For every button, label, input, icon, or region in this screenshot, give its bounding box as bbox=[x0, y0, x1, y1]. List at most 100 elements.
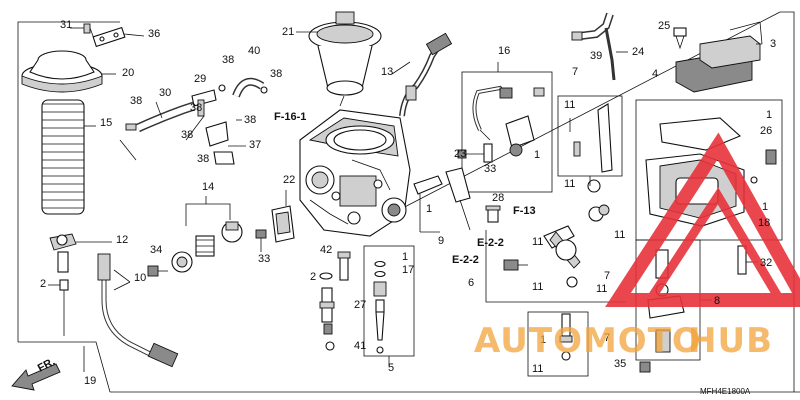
part-number-p11e: 11 bbox=[614, 229, 625, 241]
section-reference-r3: E-2-2 bbox=[477, 237, 504, 249]
watermark-text-red: HUB bbox=[688, 321, 773, 361]
bracket-37 bbox=[205, 119, 246, 165]
diagram-code: MFH4E1800A bbox=[700, 387, 751, 396]
part-number-p11a: 11 bbox=[564, 99, 575, 111]
part-number-p11c: 11 bbox=[532, 236, 543, 248]
part-number-labels: 3136201512219103414213840382930383838383… bbox=[40, 19, 776, 387]
part-number-p2b: 2 bbox=[310, 271, 316, 283]
watermark-logo bbox=[605, 132, 800, 307]
component-3 bbox=[675, 21, 763, 93]
part-number-p30: 30 bbox=[159, 87, 171, 99]
screw-33-left bbox=[255, 229, 267, 252]
screw-35 bbox=[639, 361, 651, 373]
hose-19 bbox=[83, 253, 179, 372]
part-number-p7b: 7 bbox=[604, 270, 610, 282]
needle-27 bbox=[319, 287, 335, 335]
part-number-p1d: 1 bbox=[766, 109, 772, 121]
jet-set-14 bbox=[171, 196, 243, 273]
part-number-p1e: 1 bbox=[762, 201, 768, 213]
part-number-p27: 27 bbox=[354, 299, 366, 311]
part-number-p29: 29 bbox=[194, 73, 206, 85]
part-number-p38d: 38 bbox=[190, 102, 202, 114]
part-number-p5: 5 bbox=[388, 362, 394, 374]
part-number-p13: 13 bbox=[381, 66, 393, 78]
part-number-p19: 19 bbox=[84, 375, 96, 387]
part-number-p11d: 11 bbox=[532, 281, 543, 293]
valve-12 bbox=[49, 233, 112, 273]
tube-24 bbox=[571, 12, 628, 81]
part-number-p3: 3 bbox=[770, 38, 776, 50]
part-number-p12: 12 bbox=[116, 234, 128, 246]
screw-31 bbox=[70, 23, 97, 45]
part-number-p11g: 11 bbox=[532, 363, 543, 375]
spring-15 bbox=[41, 99, 96, 215]
part-number-p21: 21 bbox=[282, 26, 294, 38]
part-number-p16: 16 bbox=[498, 45, 510, 57]
box-7-upper bbox=[557, 95, 623, 186]
part-number-p1c: 1 bbox=[402, 251, 408, 263]
part-number-p39: 39 bbox=[590, 50, 602, 62]
part-number-p1f: 1 bbox=[540, 334, 546, 346]
part-number-p9: 9 bbox=[438, 235, 444, 247]
part-number-p22: 22 bbox=[283, 174, 295, 186]
part-number-p41: 41 bbox=[354, 340, 366, 352]
part-number-p37: 37 bbox=[249, 139, 261, 151]
screw-34 bbox=[147, 265, 168, 277]
part-number-p38g: 38 bbox=[197, 153, 209, 165]
part-number-p14: 14 bbox=[202, 181, 214, 193]
box-5 bbox=[363, 245, 415, 366]
clip-36 bbox=[92, 26, 145, 48]
section-reference-r1: F-16-1 bbox=[274, 111, 306, 123]
box-6 bbox=[485, 103, 626, 303]
needle-2-left bbox=[48, 279, 69, 336]
part-number-p8: 8 bbox=[714, 295, 720, 307]
box-7-lower bbox=[527, 311, 589, 377]
oring-2-center bbox=[319, 272, 333, 280]
part-number-p2a: 2 bbox=[40, 278, 46, 290]
washer-41 bbox=[325, 341, 335, 351]
part-number-p11b: 11 bbox=[564, 178, 575, 190]
part-number-p17: 17 bbox=[402, 264, 414, 276]
part-number-p34: 34 bbox=[150, 244, 162, 256]
part-number-p38c: 38 bbox=[130, 95, 142, 107]
part-number-p6: 6 bbox=[468, 277, 474, 289]
part-number-p38e: 38 bbox=[181, 129, 193, 141]
top-cap-20 bbox=[21, 50, 116, 93]
part-number-p38b: 38 bbox=[270, 68, 282, 80]
cable-13 bbox=[391, 32, 453, 117]
screw-33-center bbox=[483, 143, 493, 163]
part-number-p20: 20 bbox=[122, 67, 134, 79]
part-number-p40: 40 bbox=[248, 45, 260, 57]
screw-28 bbox=[485, 205, 501, 223]
part-number-p33b: 33 bbox=[484, 163, 496, 175]
part-number-p38f: 38 bbox=[244, 114, 256, 126]
part-number-p25: 25 bbox=[658, 20, 670, 32]
part-number-p31: 31 bbox=[60, 19, 72, 31]
part-number-p38a: 38 bbox=[222, 54, 234, 66]
linkage-9 bbox=[413, 167, 471, 233]
part-number-p1a: 1 bbox=[534, 149, 540, 161]
reference-labels: F-16-1F-13E-2-2E-2-2 bbox=[274, 111, 536, 266]
section-reference-r4: E-2-2 bbox=[452, 254, 479, 266]
part-number-p28: 28 bbox=[492, 192, 504, 204]
hose-40 bbox=[218, 77, 268, 98]
cover-22 bbox=[271, 190, 295, 243]
part-number-p32: 32 bbox=[760, 257, 772, 269]
part-number-p11f: 11 bbox=[596, 283, 607, 295]
part-number-p15: 15 bbox=[100, 117, 112, 129]
diaphragm-21 bbox=[296, 11, 382, 96]
carburetor-body bbox=[299, 95, 411, 237]
part-number-p18: 18 bbox=[758, 217, 770, 229]
part-number-p1b: 1 bbox=[426, 203, 432, 215]
part-number-p7a: 7 bbox=[572, 66, 578, 78]
part-number-p26: 26 bbox=[760, 125, 772, 137]
front-arrow: FR. bbox=[11, 356, 61, 391]
part-number-p42: 42 bbox=[320, 244, 332, 256]
part-number-p36: 36 bbox=[148, 28, 160, 40]
tee-29 bbox=[185, 89, 217, 141]
box-16 bbox=[461, 62, 553, 193]
pipe-30 bbox=[119, 101, 196, 161]
part-number-p10: 10 bbox=[134, 272, 146, 284]
